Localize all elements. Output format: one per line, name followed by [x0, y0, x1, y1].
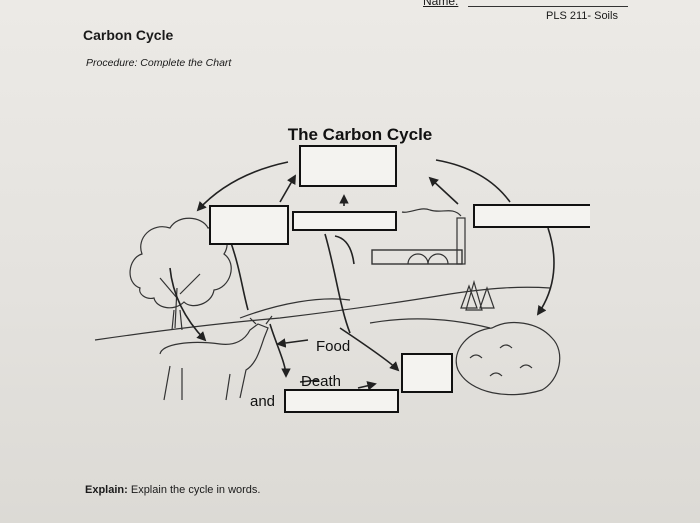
name-label: Name: — [423, 0, 459, 8]
cycle-arrows — [169, 159, 555, 391]
label-and: and — [250, 393, 275, 410]
worksheet-title: Carbon Cycle — [83, 27, 174, 43]
tree-illustration — [129, 217, 232, 331]
deer-illustration — [159, 315, 273, 401]
carbon-cycle-diagram: The Carbon Cycle — [94, 125, 590, 413]
answer-box-left[interactable] — [209, 205, 289, 245]
answer-box-right[interactable] — [473, 204, 590, 228]
explain-prompt: Explain: Explain the cycle in words. — [85, 484, 260, 496]
answer-box-bottom[interactable] — [284, 389, 399, 413]
procedure-text: Procedure: Complete the Chart — [86, 57, 232, 69]
answer-box-death-result[interactable] — [401, 353, 453, 393]
landscape-illustration — [94, 208, 561, 396]
course-label: PLS 211- Soils — [546, 10, 618, 22]
label-death: Death — [301, 373, 341, 390]
answer-box-top[interactable] — [299, 145, 397, 187]
explain-text: Explain the cycle in words. — [127, 484, 261, 496]
diagram-title: The Carbon Cycle — [288, 125, 433, 144]
explain-label: Explain: — [85, 484, 128, 496]
name-field-line[interactable] — [468, 6, 628, 7]
answer-box-middle[interactable] — [292, 211, 397, 231]
label-food: Food — [316, 338, 350, 355]
